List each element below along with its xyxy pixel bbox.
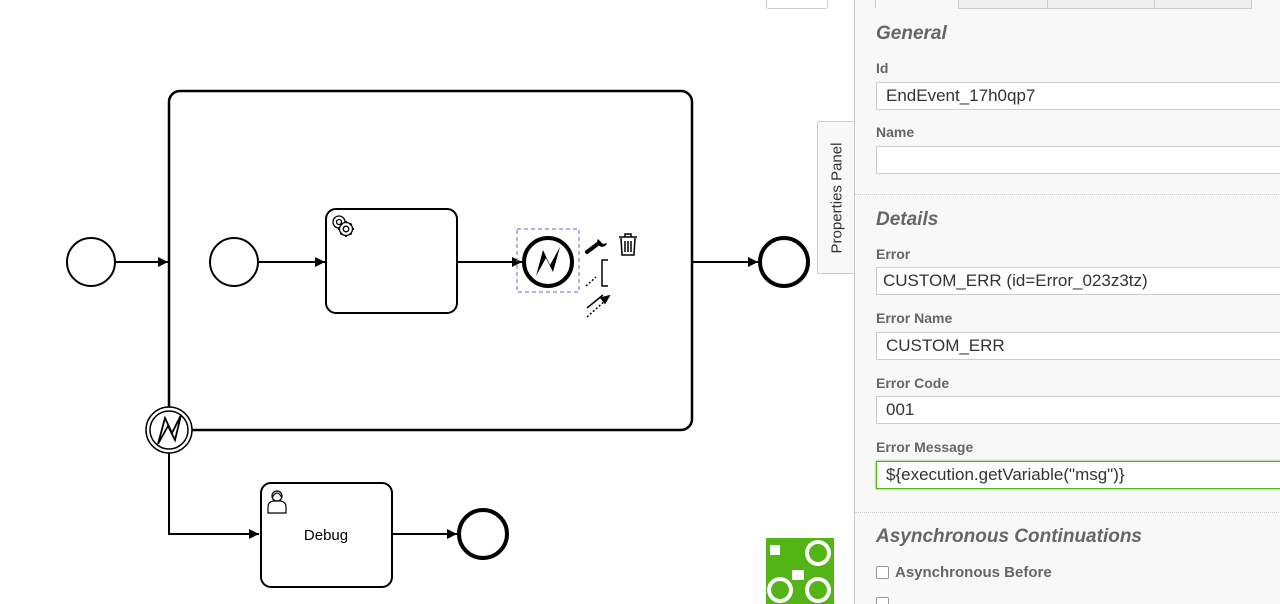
gear-icon [332, 215, 354, 237]
bpmn-io-logo[interactable] [766, 538, 834, 604]
user-task-label: Debug [304, 527, 348, 544]
async-before-checkbox[interactable] [876, 566, 889, 579]
outer-end-event[interactable] [758, 236, 810, 288]
group-title-async: Asynchronous Continuations [876, 526, 1142, 547]
inner-start-event[interactable] [209, 237, 259, 287]
group-divider [855, 194, 1280, 195]
debug-end-event[interactable] [457, 508, 509, 560]
error-code-field[interactable]: 001 [876, 396, 1280, 424]
text-annotation-icon[interactable] [585, 259, 608, 287]
properties-panel: General Id EndEvent_17h0qp7 Name Details… [854, 0, 1280, 604]
tab-general[interactable] [875, 0, 959, 8]
error-select[interactable]: CUSTOM_ERR (id=Error_023z3tz) [876, 267, 1280, 295]
async-before-row[interactable]: Asynchronous Before [876, 564, 1052, 581]
error-name-label: Error Name [876, 310, 953, 326]
selection-outline [516, 228, 580, 293]
error-code-label: Error Code [876, 375, 950, 391]
group-divider [855, 512, 1280, 513]
panel-tabs [855, 0, 1280, 9]
error-name-field[interactable]: CUSTOM_ERR [876, 332, 1280, 360]
properties-panel-toggle-label: Properties Panel [828, 142, 845, 253]
sequence-flow-boundary-to-debug[interactable] [168, 453, 259, 539]
trash-icon[interactable] [619, 233, 637, 256]
async-before-label: Asynchronous Before [895, 564, 1052, 581]
properties-panel-toggle[interactable]: Properties Panel [817, 121, 855, 274]
user-icon [267, 490, 287, 514]
connect-icon[interactable] [586, 294, 611, 318]
tab-input-output[interactable] [1047, 0, 1155, 9]
error-end-event[interactable] [522, 236, 574, 288]
name-field[interactable] [876, 146, 1280, 174]
error-label: Error [876, 246, 911, 262]
error-message-field[interactable]: ${execution.getVariable("msg")} [876, 461, 1280, 489]
async-after-checkbox[interactable] [876, 597, 889, 604]
id-label: Id [876, 60, 889, 76]
group-title-general: General [876, 23, 947, 44]
error-message-label: Error Message [876, 439, 974, 455]
group-title-details: Details [876, 209, 939, 230]
outer-start-event[interactable] [66, 237, 116, 287]
boundary-error-event[interactable] [145, 406, 193, 454]
tab-extensions[interactable] [1154, 0, 1252, 9]
id-field[interactable]: EndEvent_17h0qp7 [876, 82, 1280, 110]
wrench-icon[interactable] [585, 239, 607, 254]
async-after-row[interactable] [876, 597, 895, 604]
tab-listeners[interactable] [958, 0, 1048, 9]
name-label: Name [876, 124, 915, 140]
toolbar-stub[interactable] [766, 0, 828, 9]
